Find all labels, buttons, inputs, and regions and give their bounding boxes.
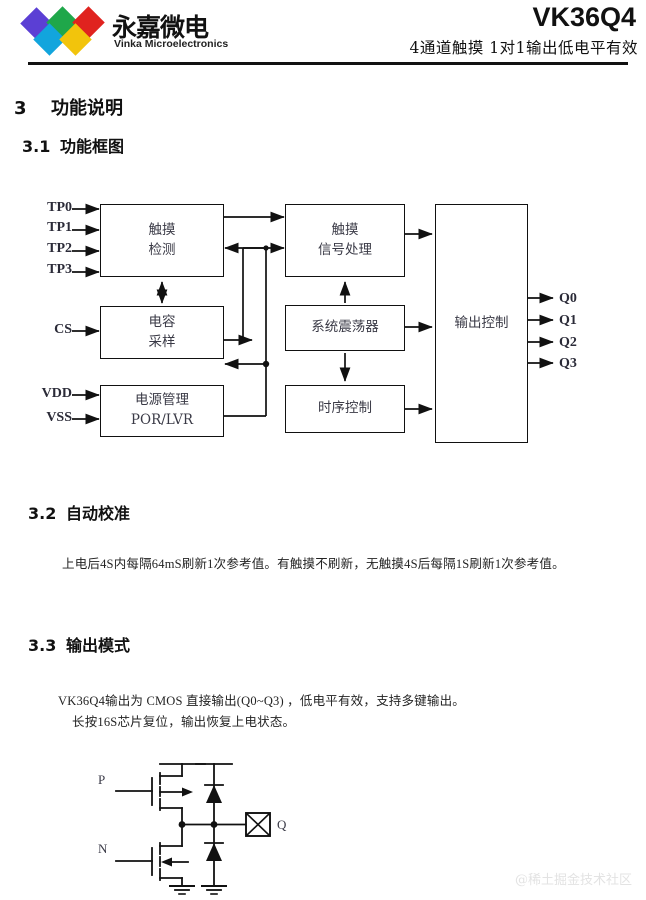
- block-touch-detect-line-2: 检测: [148, 241, 176, 258]
- part-number-title: VK36Q4: [532, 2, 636, 32]
- pin-label-tp3: TP3: [47, 262, 72, 277]
- block-power-management-line-2: POR/LVR: [130, 412, 194, 428]
- pin-label-q3: Q3: [559, 356, 577, 371]
- block-oscillator-label: 系统震荡器: [311, 319, 379, 336]
- watermark-text: @稀土掘金技术社区: [514, 873, 632, 888]
- logo-company-name-cn: 永嘉微电: [112, 13, 209, 42]
- block-output-control-label: 输出控制: [454, 314, 509, 331]
- heading-section-3-1: 3.1 功能框图: [22, 133, 124, 157]
- block-timing-control-label: 时序控制: [318, 400, 372, 417]
- block-power-management: 电源管理 POR/LVR: [100, 385, 224, 437]
- heading-section-3-number: 3: [14, 98, 27, 119]
- ground-symbol-nmos: [169, 885, 195, 895]
- block-signal-processing-line-1: 触摸: [331, 221, 359, 238]
- heading-section-3-1-title: 功能框图: [60, 137, 125, 156]
- logo-company-name-en: Vinka Microelectronics: [114, 38, 229, 50]
- node-dot-left: [178, 821, 186, 828]
- schematic-label-q: Q: [277, 817, 287, 832]
- output-pad-icon: [245, 812, 271, 837]
- heading-section-3-2-title: 自动校准: [66, 504, 131, 523]
- section-3-3-body-line-2: 长按16S芯片复位，输出恢复上电状态。: [72, 715, 296, 729]
- heading-section-3-3-title: 输出模式: [66, 636, 131, 655]
- node-dot-right: [210, 821, 218, 828]
- pin-label-vdd: VDD: [41, 386, 72, 401]
- ground-symbol-diode: [201, 885, 227, 895]
- pin-label-cs: CS: [54, 322, 72, 337]
- block-output-control: 输出控制: [435, 204, 528, 443]
- heading-section-3-2-number: 3.2: [28, 504, 57, 523]
- section-3-2-body: 上电后4S内每隔64mS刷新1次参考值。有触摸不刷新，无触摸4S后每隔1S刷新1…: [62, 557, 565, 571]
- header-divider: [28, 62, 628, 65]
- page-header: 永嘉微电 Vinka Microelectronics VK36Q4 4通道触摸…: [0, 0, 646, 65]
- schematic-label-p: P: [98, 772, 106, 787]
- logo-diamonds-icon: [20, 6, 112, 56]
- pin-label-vss: VSS: [46, 410, 72, 425]
- pin-label-tp2: TP2: [47, 241, 72, 256]
- company-logo: 永嘉微电 Vinka Microelectronics: [20, 6, 228, 58]
- block-signal-processing: 触摸 信号处理: [285, 204, 405, 277]
- part-subtitle: 4通道触摸 1对1输出低电平有效: [409, 39, 638, 57]
- heading-section-3-title: 功能说明: [51, 98, 123, 119]
- heading-section-3-1-number: 3.1: [22, 137, 51, 156]
- block-power-management-line-1: 电源管理: [135, 392, 189, 409]
- pin-label-tp0: TP0: [47, 200, 72, 215]
- pin-label-q0: Q0: [559, 291, 577, 306]
- schematic-label-n: N: [98, 841, 108, 856]
- block-signal-processing-line-2: 信号处理: [318, 241, 372, 258]
- block-cap-sample: 电容 采样: [100, 306, 224, 359]
- block-touch-detect-line-1: 触摸: [148, 221, 176, 238]
- heading-section-3-2: 3.2 自动校准: [28, 500, 130, 524]
- block-cap-sample-line-1: 电容: [148, 313, 176, 330]
- block-timing-control: 时序控制: [285, 385, 405, 433]
- heading-section-3-3: 3.3 输出模式: [28, 632, 130, 656]
- block-cap-sample-line-2: 采样: [148, 333, 176, 350]
- block-oscillator: 系统震荡器: [285, 305, 405, 351]
- pin-label-tp1: TP1: [47, 220, 72, 235]
- block-touch-detect: 触摸 检测: [100, 204, 224, 277]
- pin-label-q1: Q1: [559, 313, 577, 328]
- heading-section-3-3-number: 3.3: [28, 636, 57, 655]
- pin-label-q2: Q2: [559, 335, 577, 350]
- heading-section-3: 3 功能说明: [14, 94, 123, 120]
- section-3-3-body-line-1: VK36Q4输出为 CMOS 直接输出(Q0~Q3) ，低电平有效，支持多键输出…: [58, 694, 465, 708]
